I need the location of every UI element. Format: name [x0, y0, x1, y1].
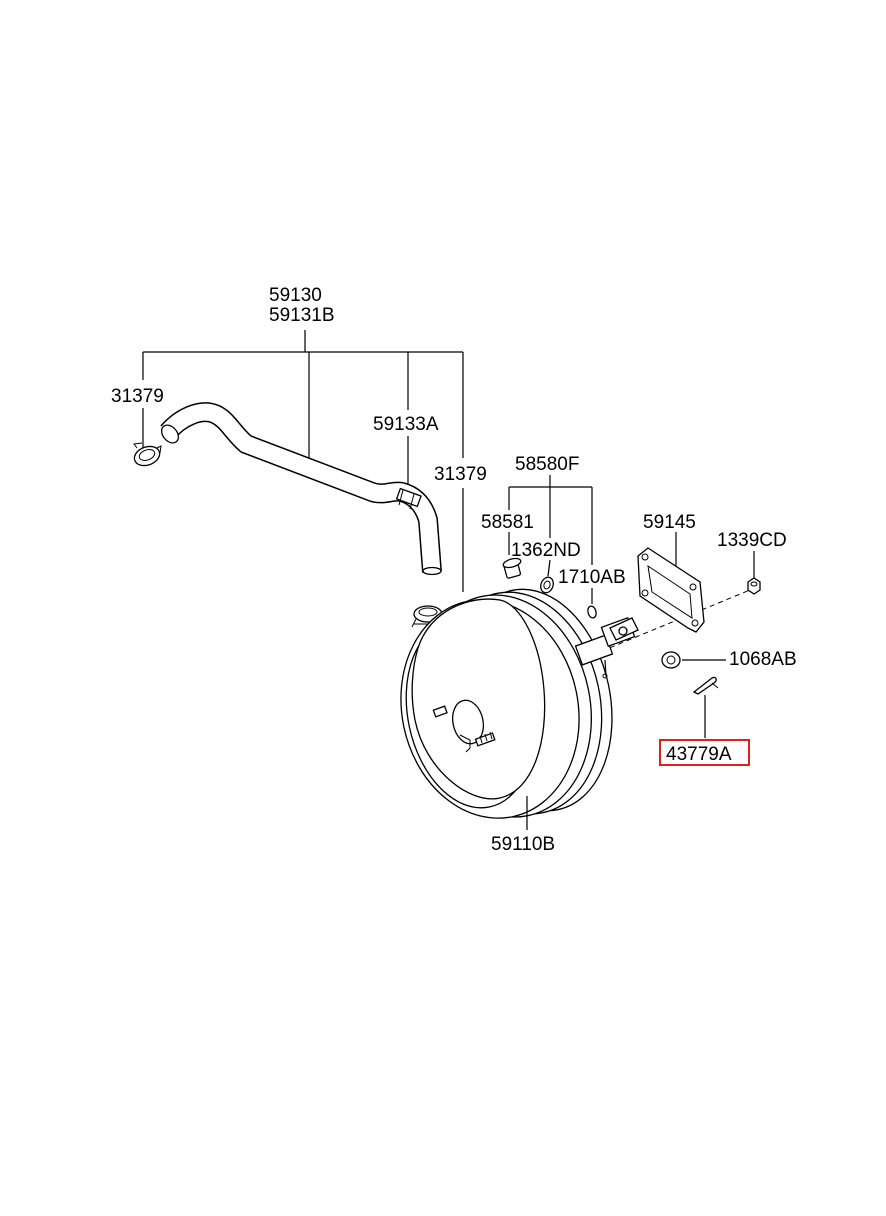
label-booster: 59110B — [491, 834, 555, 855]
part-leader-lines — [508, 475, 755, 830]
gasket[interactable] — [637, 547, 705, 633]
highlight-box — [659, 739, 750, 766]
label-valve-kit: 58580F — [515, 454, 579, 475]
label-nut: 1339CD — [717, 530, 787, 551]
part-labels: 59130 59131B 31379 59133A 31379 58580F 5… — [111, 285, 797, 855]
hose-fitting[interactable] — [395, 487, 422, 510]
label-hose-fitting: 59133A — [373, 414, 439, 435]
push-rod-clevis[interactable] — [574, 589, 751, 679]
label-washer: 1068AB — [729, 649, 797, 670]
label-clamp-right: 31379 — [434, 464, 487, 485]
grommet[interactable] — [539, 575, 556, 594]
hose-leader-lines — [142, 330, 464, 592]
label-clamp-left: 31379 — [111, 386, 164, 407]
check-valve[interactable] — [502, 557, 522, 579]
label-valve: 58581 — [481, 512, 534, 533]
label-o-ring: 1710AB — [558, 567, 626, 588]
label-grommet: 1362ND — [511, 540, 581, 561]
brake-booster[interactable] — [381, 575, 632, 835]
label-split-pin[interactable]: 43779A — [666, 744, 732, 765]
hose-clamp-left[interactable] — [132, 442, 163, 469]
label-hose-assy-2: 59131B — [269, 305, 335, 326]
split-pin[interactable] — [692, 676, 719, 695]
front-stud-lower — [474, 731, 496, 747]
label-hose-assy-1: 59130 — [269, 285, 322, 306]
nut[interactable] — [747, 577, 761, 595]
label-gasket: 59145 — [643, 512, 696, 533]
front-stud-upper — [432, 705, 448, 718]
washer[interactable] — [661, 651, 681, 669]
o-ring[interactable] — [587, 605, 598, 619]
